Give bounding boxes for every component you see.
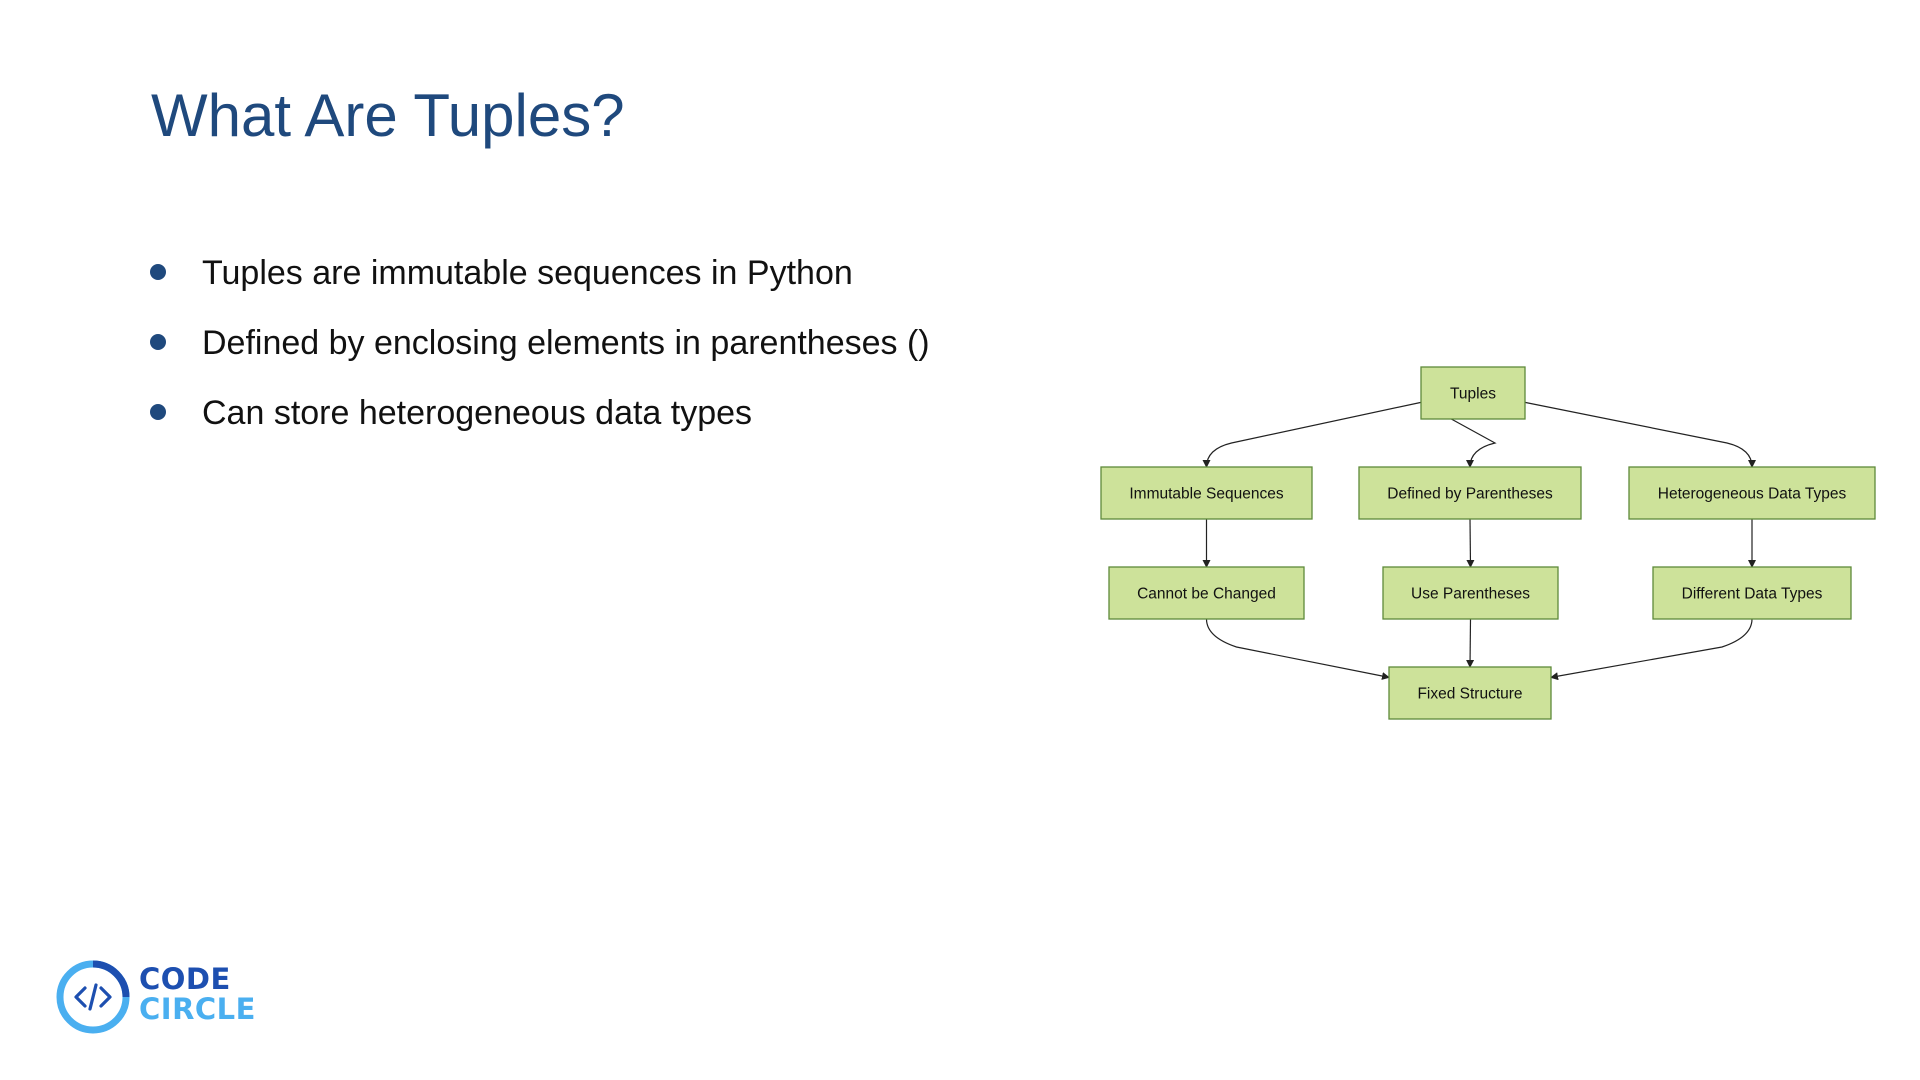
bullet-text: Defined by enclosing elements in parenth… [202, 324, 930, 362]
node-box [1382, 566, 1559, 620]
bullet-dot-icon [150, 264, 166, 280]
bullet-text: Can store heterogeneous data types [202, 394, 753, 432]
edge-use-to-fixed [1466, 618, 1475, 668]
node-box [1108, 566, 1305, 620]
node-cannot: Cannot be Changed [1108, 566, 1305, 620]
edge-tuples-to-defined [1420, 401, 1497, 468]
node-fixed: Fixed Structure [1388, 666, 1552, 720]
edge-tuples-to-immutable [1202, 401, 1422, 468]
node-label: Defined by Parentheses [1387, 486, 1553, 503]
code-circle-logo-icon [56, 960, 130, 1034]
node-label: Tuples [1450, 386, 1496, 403]
node-box [1420, 366, 1526, 420]
node-label: Immutable Sequences [1129, 486, 1283, 503]
slide-title: What Are Tuples? [151, 82, 625, 149]
node-label: Different Data Types [1682, 586, 1823, 603]
edge-different-to-fixed [1550, 618, 1753, 681]
node-defined: Defined by Parentheses [1358, 466, 1582, 520]
node-box [1388, 666, 1552, 720]
logo-text-line1: CODE [139, 962, 231, 996]
edge-tuples-to-hetero [1524, 401, 1756, 468]
edges-layer [1202, 401, 1756, 681]
node-tuples: Tuples [1420, 366, 1526, 420]
bullet-text: Tuples are immutable sequences in Python [202, 254, 853, 292]
node-box [1358, 466, 1582, 520]
node-use: Use Parentheses [1382, 566, 1559, 620]
bullet-dot-icon [150, 404, 166, 420]
logo-text-line2: CIRCLE [139, 992, 256, 1026]
bullet-dot-icon [150, 334, 166, 350]
node-immutable: Immutable Sequences [1100, 466, 1313, 520]
edge-defined-to-use [1466, 518, 1475, 568]
node-label: Heterogeneous Data Types [1658, 486, 1847, 503]
node-label: Cannot be Changed [1137, 586, 1276, 603]
code-circle-logo: CODE CIRCLE [55, 957, 265, 1037]
node-box [1652, 566, 1852, 620]
node-different: Different Data Types [1652, 566, 1852, 620]
node-hetero: Heterogeneous Data Types [1628, 466, 1876, 520]
node-label: Fixed Structure [1417, 686, 1522, 703]
edge-cannot-to-fixed [1205, 618, 1390, 680]
node-box [1628, 466, 1876, 520]
node-label: Use Parentheses [1411, 586, 1530, 603]
node-box [1100, 466, 1313, 520]
